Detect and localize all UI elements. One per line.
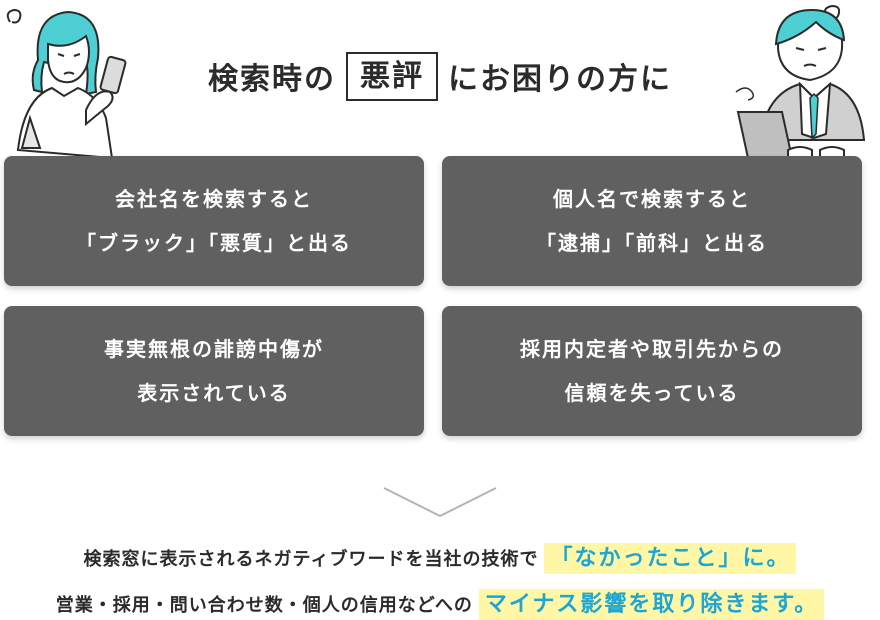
summary-line-1: 検索窓に表示されるネガティブワードを当社の技術で「なかったこと」に。 xyxy=(0,540,880,574)
summary-highlight-2: マイナス影響を取り除きます。 xyxy=(478,589,825,620)
headline: 検索時の 悪評 にお困りの方に xyxy=(0,36,880,116)
headline-after: にお困りの方に xyxy=(448,62,672,97)
summary-highlight-1: 「なかったこと」に。 xyxy=(544,543,797,574)
card-line: 「ブラック」「悪質」と出る xyxy=(76,231,352,255)
man-with-laptop-illustration xyxy=(735,4,866,167)
summary-line-2: 営業・採用・問い合わせ数・個人の信用などへのマイナス影響を取り除きます。 xyxy=(0,586,880,620)
summary-text-1: 検索窓に表示されるネガティブワードを当社の技術で xyxy=(83,549,539,570)
headline-before: 検索時の xyxy=(208,62,336,97)
headline-boxed-word: 悪評 xyxy=(346,51,438,101)
card-line: 採用内定者や取引先からの xyxy=(520,337,784,361)
card-line: 個人名で検索すると xyxy=(553,187,751,211)
summary-text-2: 営業・採用・問い合わせ数・個人の信用などへの xyxy=(55,595,473,616)
woman-with-phone-illustration xyxy=(6,8,127,160)
problem-card-1: 会社名を検索すると 「ブラック」「悪質」と出る xyxy=(4,156,424,286)
card-line: 事実無根の誹謗中傷が xyxy=(104,337,324,361)
card-line: 信頼を失っている xyxy=(564,381,740,405)
card-line: 「逮捕」「前科」と出る xyxy=(536,231,768,255)
card-line: 表示されている xyxy=(137,381,291,405)
problem-card-4: 採用内定者や取引先からの 信頼を失っている xyxy=(442,306,862,436)
chevron-down-icon xyxy=(383,487,497,518)
problem-card-2: 個人名で検索すると 「逮捕」「前科」と出る xyxy=(442,156,862,286)
problem-card-3: 事実無根の誹謗中傷が 表示されている xyxy=(4,306,424,436)
card-line: 会社名を検索すると xyxy=(115,187,313,211)
